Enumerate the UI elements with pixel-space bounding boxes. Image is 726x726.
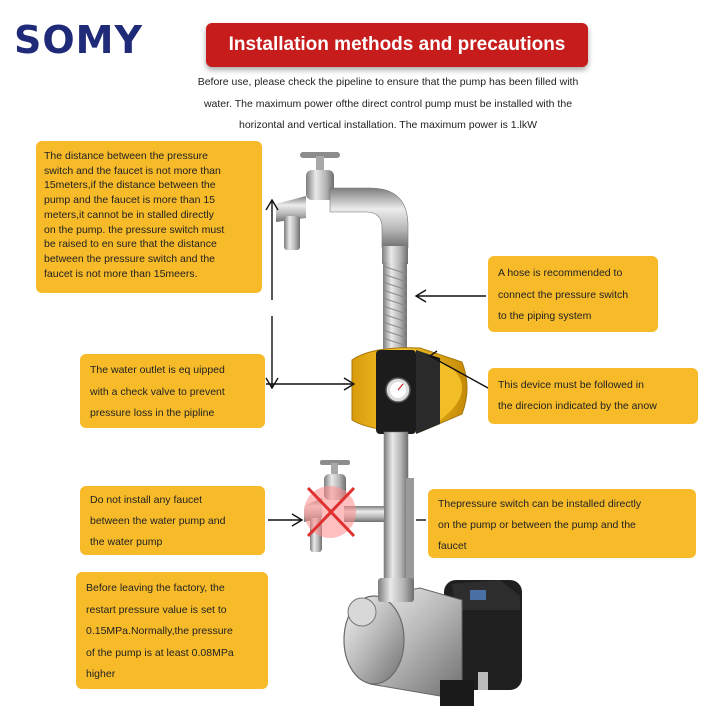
note-direction: This device must be followed in the dire… [488, 368, 698, 424]
logo-text: SOMY [14, 18, 144, 62]
pipe-connector [382, 246, 408, 264]
note-line: This device must be followed in [498, 379, 644, 391]
prohibited-faucet-icon [304, 460, 384, 552]
pipe-bracket [406, 478, 414, 582]
note-line: Before leaving the factory, the [86, 582, 225, 594]
note-distance: The distance between the pressure switch… [36, 141, 262, 293]
note-hose: A hose is recommended to connect the pre… [488, 256, 658, 332]
note-line: connect the pressure switch [498, 288, 629, 301]
note-line: faucet is not more than 15meers. [44, 267, 198, 280]
intro-line: horizontal and vertical installation. Th… [238, 119, 537, 131]
note-line: be raised to en sure that the distance [44, 238, 217, 251]
top-elbow-pipe [329, 187, 409, 249]
note-line: to the piping system [498, 310, 592, 322]
vertical-pipe [383, 431, 409, 593]
note-line: on the pump or between the pump and the [438, 519, 636, 531]
note-line: pump and the faucet is more than 15 [44, 194, 216, 207]
note-no-faucet: Do not install any faucet between the wa… [80, 486, 265, 555]
note-line: pressure loss in the pipline [90, 407, 215, 419]
intro-text: Before use, please check the pipeline to… [150, 72, 626, 137]
note-line: The distance between the pressure [44, 150, 209, 162]
note-line: of the pump is at least 0.08MPa [86, 646, 234, 659]
note-line: the water pump [90, 536, 163, 548]
note-line: between the pressure switch and the [44, 252, 216, 265]
title-banner: Installation methods and precautions [206, 23, 588, 67]
note-factory-setting: Before leaving the factory, the restart … [76, 572, 268, 689]
note-line: faucet [438, 540, 467, 552]
page-title: Installation methods and precautions [228, 34, 566, 55]
intro-line: water. The maximum power ofthe direct co… [203, 97, 573, 110]
water-pump-icon [343, 578, 522, 706]
note-line: restart pressure value is set to [86, 603, 227, 616]
note-line: the direcion indicated by the anow [498, 400, 657, 412]
note-line: with a check valve to prevent [90, 385, 225, 398]
note-line: meters,it cannot be in stalled directly [44, 208, 214, 221]
note-placement: Thepressure switch can be installed dire… [428, 489, 696, 558]
note-line: 15meters,if the distance between the [44, 179, 216, 192]
note-outlet: The water outlet is eq uipped with a che… [80, 354, 265, 428]
annotation-arrows [265, 198, 489, 527]
note-line: The water outlet is eq uipped [90, 364, 225, 376]
note-line: between the water pump and [90, 515, 226, 527]
braided-hose [382, 262, 408, 354]
note-line: A hose is recommended to [498, 267, 623, 279]
note-line: Thepressure switch can be installed dire… [438, 498, 642, 510]
somy-logo: SOMY [14, 18, 143, 62]
intro-line: Before use, please check the pipeline to… [197, 76, 579, 88]
note-line: switch and the faucet is not more than [44, 164, 221, 177]
faucet-icon [276, 152, 340, 250]
note-line: higher [86, 668, 116, 680]
note-line: 0.15MPa.Normally,the pressure [86, 625, 233, 637]
pressure-gauge-icon [385, 377, 411, 403]
note-line: on the pump. the pressure switch must [44, 223, 225, 236]
note-line: Do not install any faucet [90, 494, 203, 506]
